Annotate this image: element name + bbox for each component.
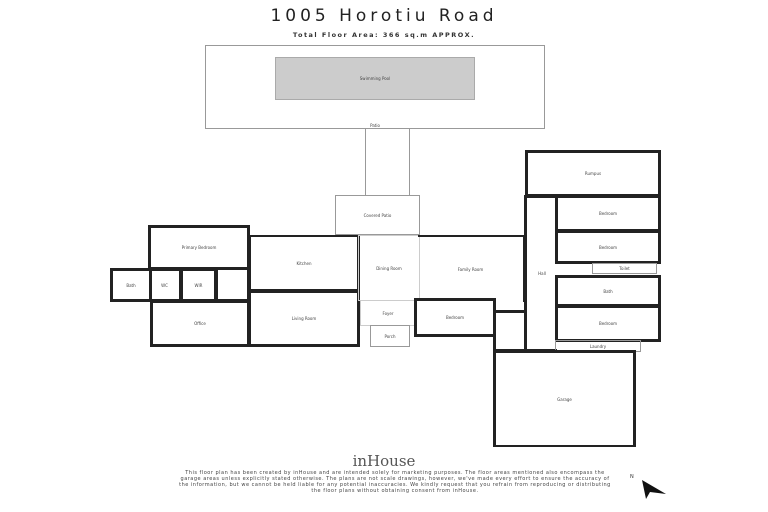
- room-hall: Hall: [524, 195, 557, 352]
- room-label: Kitchen: [296, 260, 312, 266]
- room-label: Bedroom: [598, 211, 618, 216]
- room-label: Family Room: [457, 267, 484, 272]
- room-label: Office: [194, 321, 206, 326]
- page-title: 1005 Horotiu Road: [270, 6, 498, 26]
- north-arrow-icon: [642, 480, 666, 499]
- room-label: Bedroom: [598, 321, 618, 326]
- room-label: Swimming Pool: [359, 76, 391, 81]
- room-bedroom: Bedroom: [414, 298, 496, 337]
- room-living: Living Room: [248, 290, 360, 347]
- inhouse-logo: inHouse: [352, 452, 416, 470]
- room-foyer: Foyer: [360, 300, 416, 326]
- north-label: N: [630, 474, 634, 480]
- room-bedroom-2: Bedroom: [555, 195, 661, 232]
- room-label: Patio: [370, 123, 380, 128]
- room-patio: Patio: [205, 45, 545, 129]
- room-label: Primary Bedroom: [181, 245, 217, 250]
- room-bedroom-3: Bedroom: [555, 230, 661, 264]
- room-garage-entry: [493, 310, 527, 352]
- room-label: Covered Patio: [363, 212, 392, 218]
- room-bath-2: Bath: [555, 275, 661, 307]
- room-bedroom-4: Bedroom: [555, 305, 661, 342]
- room-wc: WC: [150, 268, 182, 302]
- room-label: Porch: [384, 333, 396, 339]
- room-primary-bedroom: Primary Bedroom: [148, 225, 250, 270]
- room-label: Bedroom: [445, 315, 465, 320]
- room-label: WC: [161, 282, 168, 288]
- floor-area: Total Floor Area: 366 sq.m APPROX.: [292, 31, 476, 39]
- room-label: Living Room: [291, 316, 317, 321]
- room-office: Office: [150, 300, 250, 347]
- room-garage: Garage: [493, 350, 636, 447]
- room-label: WIR: [194, 282, 203, 288]
- room-rumpus: Rumpus: [525, 150, 661, 197]
- room-label: Bedroom: [598, 244, 618, 250]
- room-label: Bath: [126, 282, 136, 288]
- room-label: Laundry: [589, 343, 607, 349]
- room-dining: Dining Room: [358, 235, 420, 301]
- room-bath: Bath: [110, 268, 152, 302]
- room-label: Foyer: [382, 310, 394, 316]
- room-kitchen: Kitchen: [248, 235, 360, 292]
- room-label: Hall: [538, 271, 546, 276]
- room-toilet: Toilet: [592, 263, 657, 274]
- room-family: Family Room: [418, 235, 526, 302]
- room-covered-patio: Covered Patio: [335, 195, 420, 235]
- disclaimer: This floor plan has been created by inHo…: [179, 470, 611, 494]
- room-label: Bath: [603, 288, 613, 294]
- room-wir: WIR: [180, 268, 217, 302]
- room-label: Garage: [557, 396, 572, 402]
- patio-walkway: [365, 128, 410, 196]
- room-porch: Porch: [370, 325, 410, 347]
- room-label: Dining Room: [376, 265, 402, 271]
- room-hall-left: [215, 268, 250, 302]
- room-label: Rumpus: [584, 171, 602, 176]
- room-label: Toilet: [619, 266, 630, 271]
- swimming-pool: Swimming Pool: [275, 57, 475, 100]
